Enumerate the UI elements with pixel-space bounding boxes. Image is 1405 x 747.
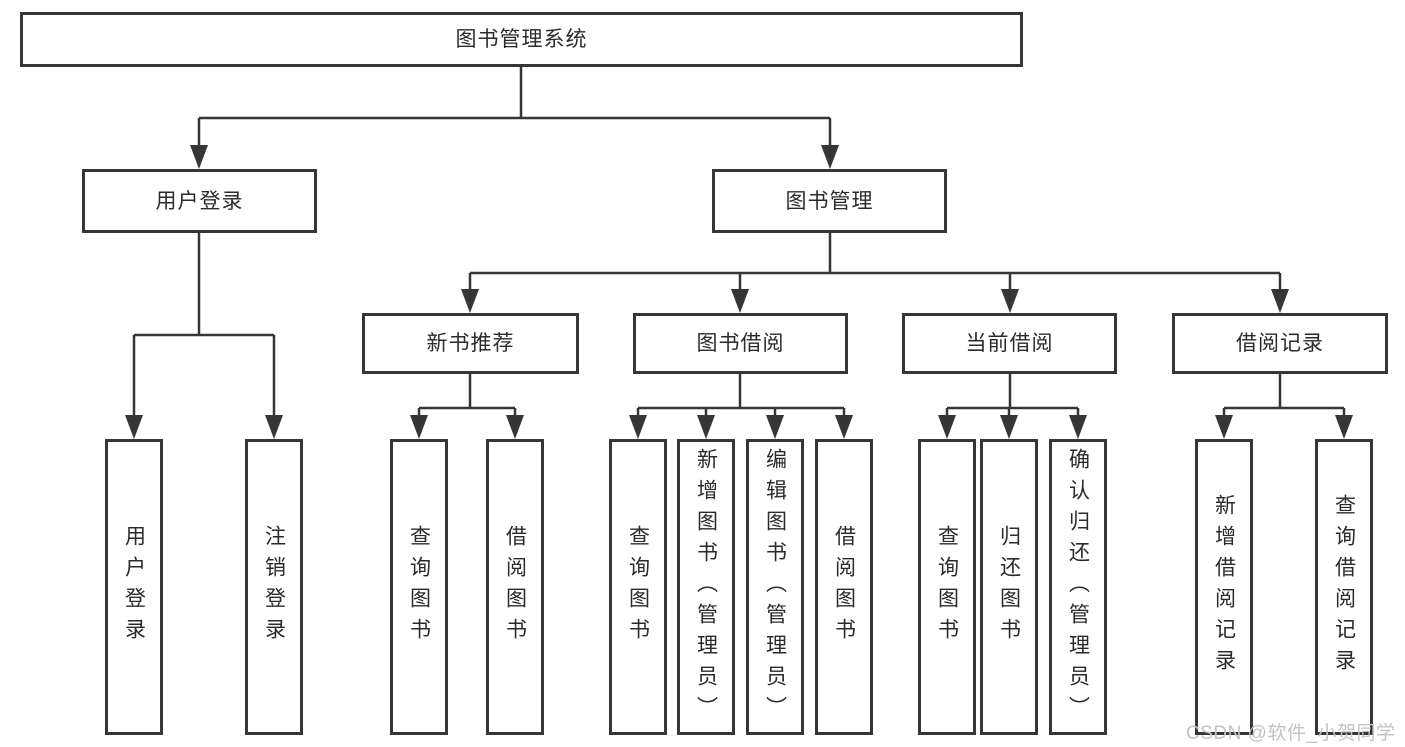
leaf-query-books-recommend: 查询图书 [390, 439, 448, 735]
csdn-watermark: CSDN @软件_小贺同学 [1186, 723, 1396, 744]
leaf-confirm-return-admin: 确认归还（管理员） [1049, 439, 1107, 735]
leaf-edit-books-admin: 编辑图书（管理员） [746, 439, 804, 735]
leaf-query-borrow-record: 查询借阅记录 [1315, 439, 1373, 735]
node-book-management: 图书管理 [712, 169, 947, 233]
node-borrowing-records: 借阅记录 [1172, 313, 1388, 374]
leaf-query-books-borrowing: 查询图书 [609, 439, 667, 735]
node-current-borrowing: 当前借阅 [902, 313, 1117, 374]
leaf-add-borrow-record: 新增借阅记录 [1195, 439, 1253, 735]
leaf-query-books-current: 查询图书 [918, 439, 976, 735]
node-root-library-system: 图书管理系统 [20, 12, 1023, 67]
leaf-user-login: 用户登录 [105, 439, 163, 735]
leaf-borrow-books: 借阅图书 [815, 439, 873, 735]
node-user-login: 用户登录 [82, 169, 317, 233]
leaf-return-books: 归还图书 [980, 439, 1038, 735]
leaf-logout: 注销登录 [245, 439, 303, 735]
leaf-add-books-admin: 新增图书（管理员） [677, 439, 735, 735]
leaf-borrow-books-recommend: 借阅图书 [486, 439, 544, 735]
node-book-borrowing: 图书借阅 [633, 313, 848, 374]
node-new-book-recommend: 新书推荐 [362, 313, 579, 374]
